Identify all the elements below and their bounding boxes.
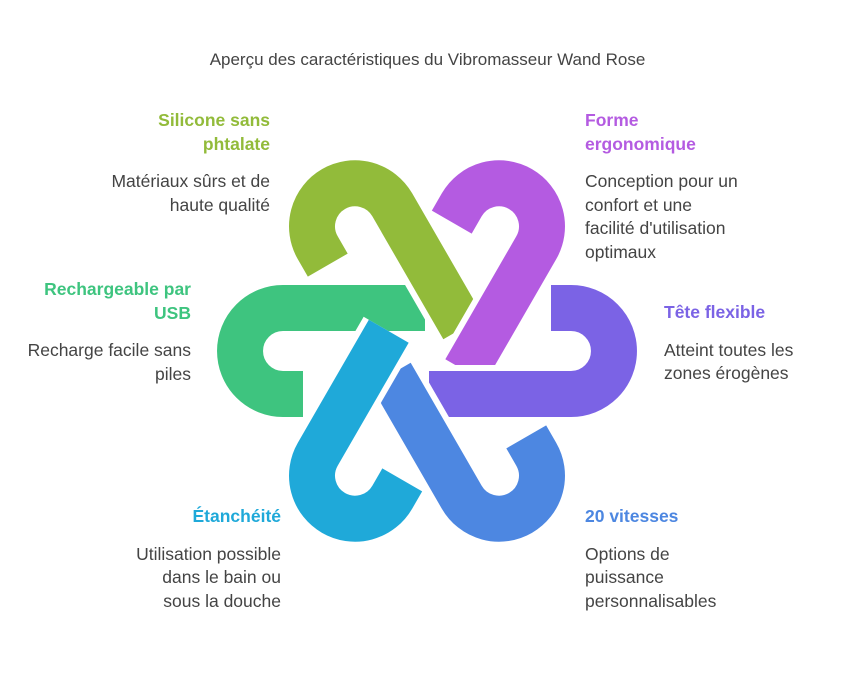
diagram-title: Aperçu des caractéristiques du Vibromass… xyxy=(209,50,646,69)
feature-forme: Forme ergonomique Conception pour un con… xyxy=(585,109,745,264)
feature-description: Atteint toutes les zones érogènes xyxy=(664,339,794,384)
feature-silicone: Silicone sans phtalate Matériaux sûrs et… xyxy=(100,109,270,217)
loop-band xyxy=(289,160,484,340)
feature-description: Conception pour un confort et une facili… xyxy=(585,171,738,262)
loop-band xyxy=(217,285,425,417)
loop-0 xyxy=(283,154,489,343)
feature-description: Recharge facile sans piles xyxy=(27,340,191,384)
feature-vitesses: 20 vitesses Options de puissance personn… xyxy=(585,505,750,613)
loop-band xyxy=(289,319,423,542)
feature-description: Utilisation possible dans le bain ou sou… xyxy=(136,543,281,611)
feature-heading: Silicone sans phtalate xyxy=(158,110,270,154)
feature-etancheite: Étanchéité Utilisation possible dans le … xyxy=(121,505,281,613)
feature-heading: Étanchéité xyxy=(192,506,282,526)
loop-4 xyxy=(283,316,428,548)
feature-heading: Forme ergonomique xyxy=(585,110,696,154)
feature-heading: 20 vitesses xyxy=(585,506,679,526)
loop-band xyxy=(429,285,637,417)
loop-2 xyxy=(429,279,643,423)
loop-1 xyxy=(426,154,571,386)
feature-rechargeable: Rechargeable par USB Recharge facile san… xyxy=(16,278,191,386)
feature-description: Matériaux sûrs et de haute qualité xyxy=(111,171,270,215)
loop-5 xyxy=(211,279,425,423)
feature-description: Options de puissance personnalisables xyxy=(585,543,717,611)
feature-heading: Rechargeable par USB xyxy=(44,279,191,323)
feature-tete: Tête flexible Atteint toutes les zones é… xyxy=(664,301,829,386)
loop-3 xyxy=(365,359,571,548)
loop-band xyxy=(431,160,565,383)
loop-band xyxy=(370,362,565,542)
feature-heading: Tête flexible xyxy=(664,302,766,322)
